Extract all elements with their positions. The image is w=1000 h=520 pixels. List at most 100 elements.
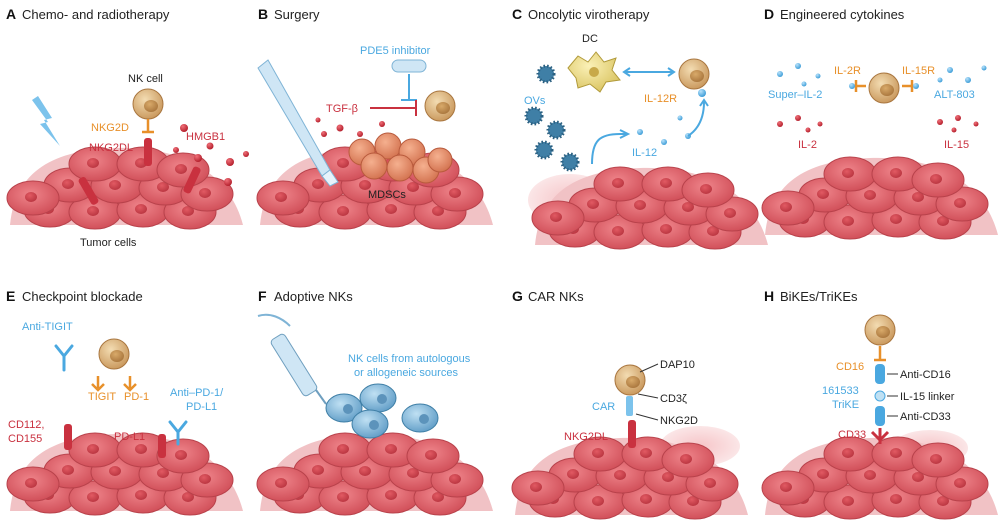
leader-line [635,413,659,421]
nk-source-caption: NK cells from autologous [348,353,471,365]
il12-label: IL-12 [632,147,657,159]
nk-cell [864,314,896,346]
mdscs-label: MDSCs [368,189,406,201]
cd3z-label: CD3ζ [660,393,687,405]
bound-cytokine [913,83,919,89]
cd16-label: CD16 [836,361,864,373]
nk-cell [98,338,130,370]
tgf-beta-inhibition [370,100,417,116]
panel-title: Engineered cytokines [780,7,905,22]
dc-label: DC [582,33,598,45]
pd1-receptor [123,376,137,392]
alt803-label: ALT-803 [934,89,975,101]
panel-letter: G [512,288,523,304]
nkg2d-label: NKG2D [91,122,129,134]
tumor-mass [762,157,998,239]
pd1-label: PD-1 [124,391,149,403]
bidirectional-arrow [622,67,676,77]
cd112-ligand [64,424,72,450]
anti-pdl1-label: PD-L1 [186,401,217,413]
panel-letter: A [6,6,16,22]
nk-cell [678,58,710,90]
leader-line [639,363,659,373]
cd33-label: CD33 [838,429,866,441]
il2-label: IL-2 [798,139,817,151]
nkg2d-receptor [142,119,154,134]
panel-letter: C [512,6,522,22]
bound-cytokine [849,83,855,89]
car-nk-cell [614,364,646,396]
pdl1-label: PD-L1 [114,431,145,443]
il15r-label: IL-15R [902,65,935,77]
nkg2dl-ligand [144,138,152,166]
scalpel-icon [257,59,339,187]
il15-label: IL-15 [944,139,969,151]
trike-label: TriKE [832,399,859,411]
il12-particles [637,115,691,145]
tgf-beta-particles [315,117,385,137]
anti-tigit-label: Anti-TIGIT [22,321,73,333]
hmgb1-label: HMGB1 [186,131,225,143]
panel-e: E Checkpoint blockade Anti-TIGIT TIGIT P… [6,288,243,515]
panel-h: H BiKEs/TriKEs CD16 Anti-CD16 IL-15 link… [762,288,998,519]
il12-release-arrow [591,129,631,165]
cd33-antigen [870,428,890,444]
il12r-label: IL-12R [644,93,677,105]
nk-cell [868,72,900,104]
super-il2-label: Super–IL-2 [768,89,822,101]
pill-icon [391,59,427,73]
panel-b: B Surgery PDE5 inhibitor TGF-β MDSCs [257,6,493,229]
anti-cd16-label: Anti-CD16 [900,369,951,381]
tigit-label: TIGIT [88,391,116,403]
blue-cytokines [777,63,987,87]
dap10-label: DAP10 [660,359,695,371]
mdsc-cluster [348,132,453,184]
nk-cell [424,90,456,122]
il2r-receptor [854,80,866,92]
hmgb1-particles [173,124,249,186]
oncolytic-viruses [524,64,580,172]
cd155-label: CD155 [8,433,42,445]
nkg2dl-ligand [628,420,636,448]
dc-nucleus [589,67,599,77]
anti-cd33-label: Anti-CD33 [900,411,951,423]
nk-cell-label: NK cell [128,73,163,85]
panel-letter: B [258,6,268,22]
panel-d: D Engineered cytokines IL-2R IL-15R Supe… [762,6,998,239]
panel-title: Adoptive NKs [274,289,353,304]
ovs-label: OVs [524,95,546,107]
nk-cell [132,88,164,120]
il15r-receptor [902,80,914,92]
panel-letter: D [764,6,774,22]
panel-letter: E [6,288,15,304]
il2r-label: IL-2R [834,65,861,77]
il15-linker-domain [874,390,886,402]
panel-a: A Chemo- and radiotherapy NK cell NKG2D … [6,6,249,249]
panel-g: G CAR NKs DAP10 CAR CD3ζ NKG2D NKG2DL [512,288,748,519]
il15-linker-label: IL-15 linker [900,391,955,403]
tgf-beta-label: TGF-β [326,103,358,115]
panel-title: Surgery [274,7,320,22]
tumor-mass [257,433,493,515]
red-cytokines [777,115,979,133]
anti-tigit-antibody [54,344,74,372]
panel-c: C Oncolytic virotherapy DC IL-12R OVs IL… [512,6,768,249]
panel-title: Chemo- and radiotherapy [22,7,170,22]
cd16-receptor [874,346,886,362]
leader-line [637,393,659,399]
anti-cd16-domain [875,364,885,384]
trike-id-label: 161533 [822,385,859,397]
il12r-receptor [698,89,706,97]
pde5-inhibitor-label: PDE5 inhibitor [360,45,431,57]
anti-pd1-label: Anti–PD-1/ [170,387,224,399]
nk-source-caption-2: or allogeneic sources [354,367,458,379]
nkg2dl-label: NKG2DL [564,431,608,443]
nkg2dl-label: NKG2DL [89,142,133,154]
tigit-receptor [91,376,105,392]
nkg2d-label: NKG2D [660,415,698,427]
pdl1-ligand [158,434,166,458]
panel-title: Checkpoint blockade [22,289,143,304]
panel-title: Oncolytic virotherapy [528,7,650,22]
panel-letter: F [258,288,267,304]
tumor-mass [7,433,243,515]
